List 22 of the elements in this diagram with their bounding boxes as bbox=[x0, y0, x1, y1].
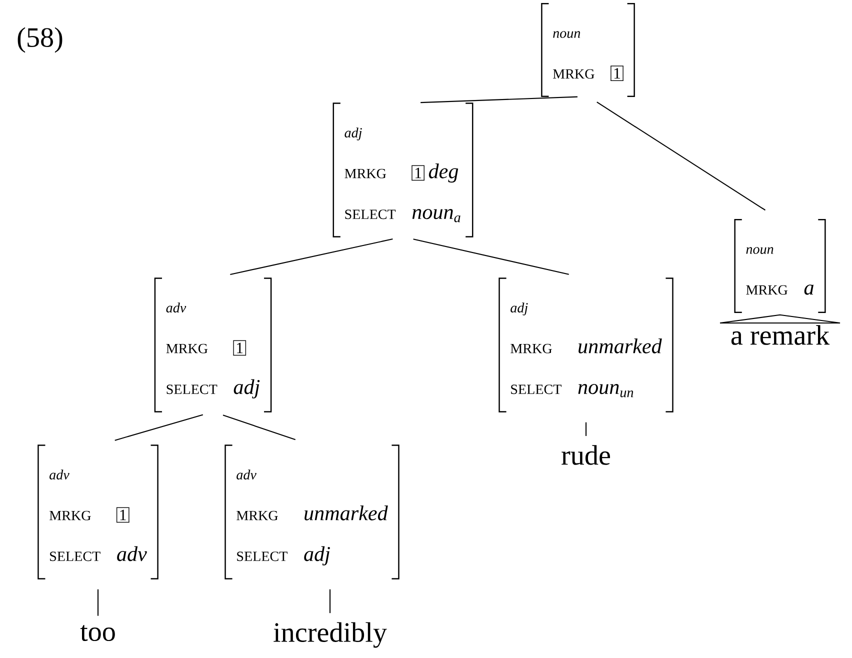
word: a remark bbox=[731, 325, 830, 345]
feature-structure: adv MRKG 1 SELECT adj bbox=[154, 278, 272, 412]
tree-branch bbox=[413, 238, 569, 275]
tree-branch bbox=[329, 589, 331, 614]
feature-structure: adj MRKG 1 deg SELECT noun$_{a}$ bbox=[332, 102, 474, 238]
tree-branch bbox=[420, 96, 578, 104]
word: rude bbox=[562, 445, 610, 465]
feature-structure: adv MRKG unmarked SELECT adj bbox=[224, 444, 400, 580]
word: incredibly bbox=[274, 622, 387, 648]
example-number: (58) bbox=[18, 27, 62, 53]
tree-branch bbox=[222, 414, 296, 440]
triangle-roof bbox=[719, 314, 841, 324]
feature-structure: adv MRKG 1 SELECT adv bbox=[38, 444, 158, 580]
tree-branch bbox=[596, 102, 766, 211]
word: too bbox=[80, 624, 115, 642]
tree-branch bbox=[585, 422, 587, 436]
feature-structure: noun MRKG a bbox=[734, 219, 826, 314]
feature-structure: adj MRKG unmarked SELECT noun$_{un}$ bbox=[498, 278, 674, 412]
tree-branch bbox=[230, 238, 393, 275]
tree-branch bbox=[114, 414, 204, 441]
tree-branch bbox=[97, 589, 99, 616]
feature-structure: noun MRKG 1 bbox=[541, 3, 635, 97]
